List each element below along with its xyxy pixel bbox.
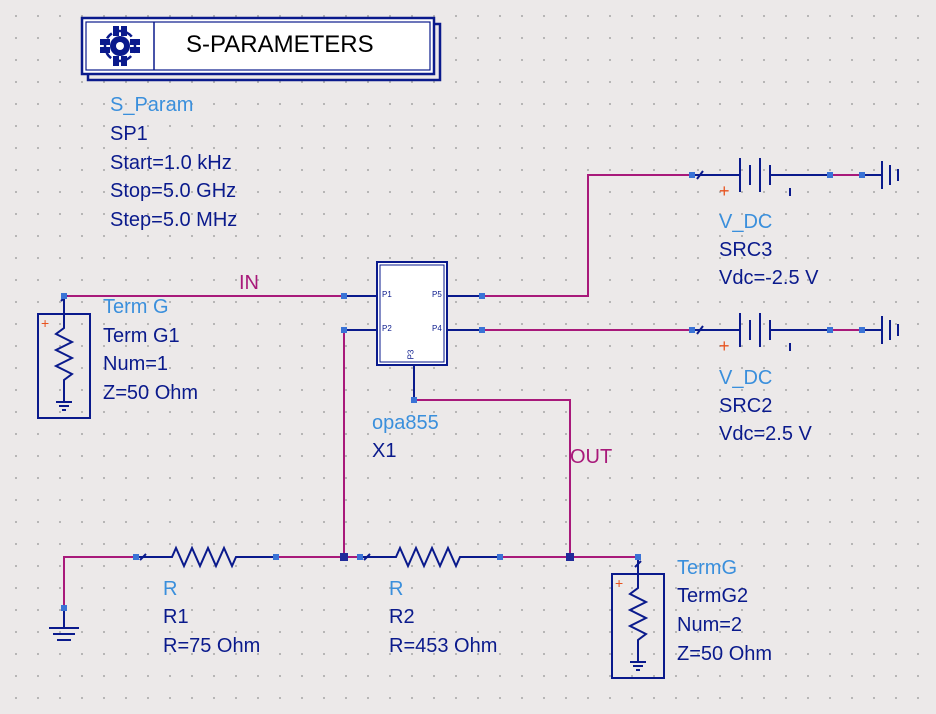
src2-type: V_DC [719, 367, 773, 389]
vdc-src2[interactable]: + [692, 313, 830, 356]
sparam-step: Step=5.0 MHz [110, 209, 238, 231]
opamp-model: opa855 [372, 412, 439, 434]
src2-name: SRC2 [719, 395, 773, 417]
r1-name: R1 [163, 606, 189, 628]
src2-vdc: Vdc=2.5 V [719, 423, 812, 445]
opamp-pin-p5: P5 [432, 290, 442, 299]
ground-src3-icon [862, 161, 899, 189]
r2-name: R2 [389, 606, 415, 628]
r2-value: R=453 Ohm [389, 635, 498, 657]
junctions [340, 553, 574, 561]
termg2-name: TermG2 [677, 585, 749, 607]
term-g1[interactable]: + [37, 294, 91, 419]
wire-gnd-r1 [63, 556, 136, 608]
termg1-plus-icon: + [41, 315, 49, 331]
src2-plus-icon: + [719, 336, 730, 356]
sparameters-block[interactable] [80, 16, 442, 82]
vdc-src3[interactable]: + [692, 158, 830, 201]
term-g2[interactable]: + [611, 557, 665, 679]
src3-type: V_DC [719, 211, 773, 233]
termg2-plus-icon: + [615, 575, 623, 591]
termg1-type: Term G [103, 296, 169, 318]
src3-name: SRC3 [719, 239, 773, 261]
opamp-pin-p2: P2 [382, 324, 392, 333]
sparam-stop: Stop=5.0 GHz [110, 180, 237, 202]
ground-src2-icon [862, 316, 899, 344]
resistor-r1[interactable] [136, 545, 276, 569]
wire-p5-src3 [482, 174, 692, 297]
ground-r1-icon [49, 608, 79, 641]
termg2-num: Num=2 [677, 614, 743, 636]
src3-plus-icon: + [719, 181, 730, 201]
src3-vdc: Vdc=-2.5 V [719, 267, 819, 289]
sparameters-gear-icon [100, 26, 140, 66]
opamp-pin-p3: P3 [406, 349, 416, 360]
termg2-z: Z=50 Ohm [677, 643, 773, 665]
r1-type: R [163, 578, 178, 600]
opamp-x1[interactable] [344, 261, 482, 400]
sparam-type: S_Param [110, 94, 194, 116]
r2-type: R [389, 578, 404, 600]
sparam-name: SP1 [110, 123, 148, 145]
net-label-in: IN [239, 272, 259, 294]
wires [63, 174, 862, 608]
opamp-name: X1 [372, 440, 397, 462]
pin-markers [61, 172, 865, 611]
wire-p3-out [413, 365, 571, 557]
sparam-start: Start=1.0 kHz [110, 152, 232, 174]
termg1-name: Term G1 [103, 325, 180, 347]
resistor-r2[interactable] [360, 545, 500, 569]
termg2-type: TermG [677, 557, 737, 579]
termg1-num: Num=1 [103, 353, 169, 375]
sparameters-title: S-PARAMETERS [186, 31, 374, 58]
net-label-out: OUT [570, 446, 613, 468]
opamp-pin-p1: P1 [382, 290, 392, 299]
r1-value: R=75 Ohm [163, 635, 261, 657]
termg1-z: Z=50 Ohm [103, 382, 199, 404]
opamp-pin-p4: P4 [432, 324, 442, 333]
